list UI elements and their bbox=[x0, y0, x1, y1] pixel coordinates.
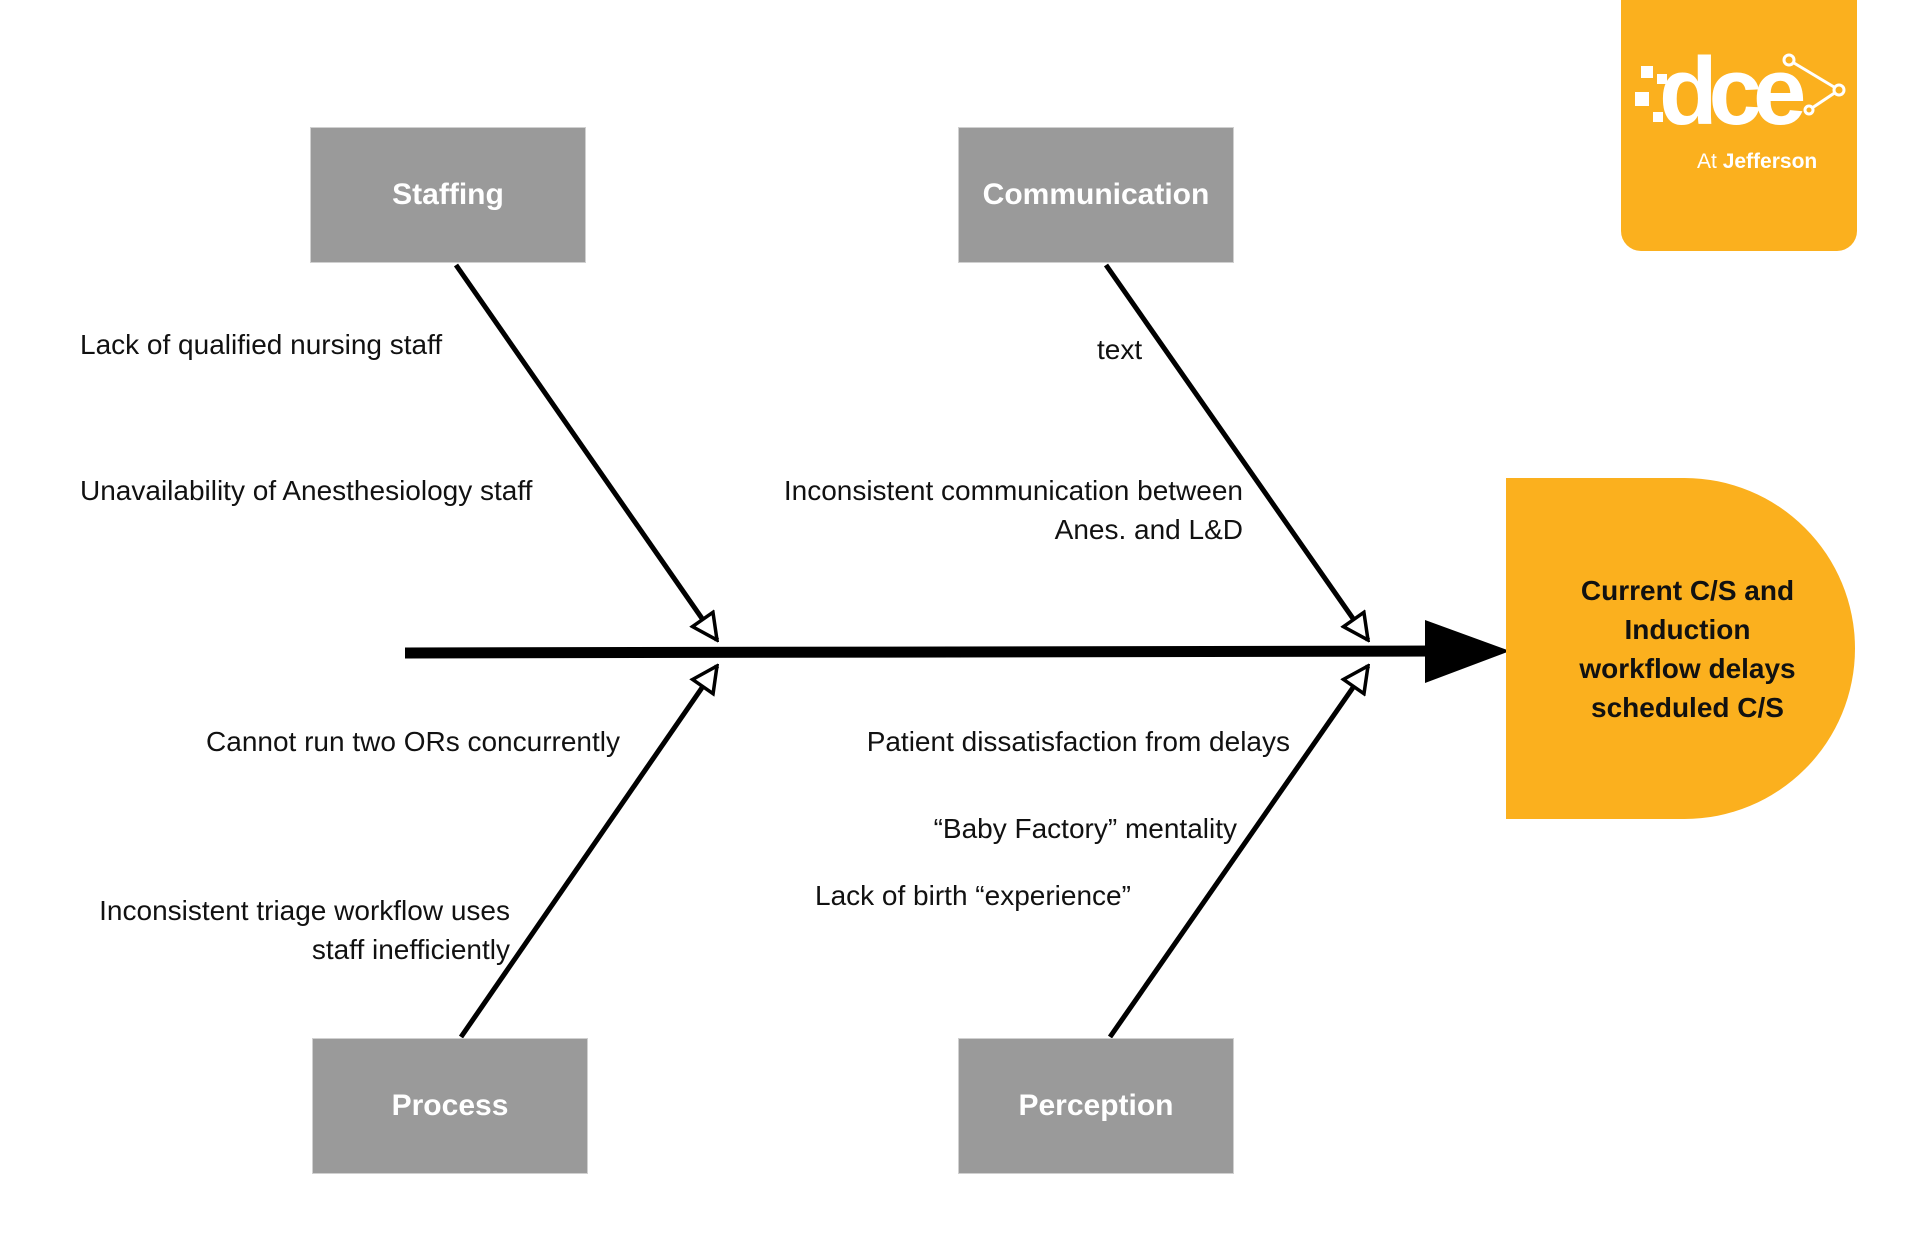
category-process: Process bbox=[312, 1038, 588, 1174]
effect-head: Current C/S and Induction workflow delay… bbox=[1506, 478, 1855, 819]
category-staffing: Staffing bbox=[310, 127, 586, 263]
effect-line-4: scheduled C/S bbox=[1591, 691, 1784, 723]
process-bone bbox=[458, 666, 717, 1039]
logo-pixel bbox=[1641, 66, 1653, 78]
perception-bone bbox=[1107, 666, 1368, 1039]
logo-subtitle: At Jefferson bbox=[1697, 150, 1817, 174]
effect-line-1: Current C/S and bbox=[1580, 574, 1795, 606]
logo-subtitle-name: Jefferson bbox=[1722, 150, 1818, 173]
cause-perception-1: Patient dissatisfaction from delays bbox=[866, 726, 1290, 757]
cause-perception-3: Lack of birth “experience” bbox=[815, 880, 1131, 911]
communication-bone bbox=[1103, 263, 1368, 640]
dce-logo: dce At Jefferson bbox=[1621, 0, 1857, 251]
spine-line bbox=[404, 645, 1441, 659]
cause-communication-2b: Anes. and L&D bbox=[1054, 514, 1243, 545]
cause-communication-1: text bbox=[1097, 334, 1143, 365]
logo-pixel bbox=[1657, 74, 1667, 84]
cause-process-2: Inconsistent triage workflow uses bbox=[99, 895, 510, 926]
cause-staffing-1: Lack of qualified nursing staff bbox=[80, 329, 443, 360]
category-communication-label: Communication bbox=[982, 178, 1210, 211]
logo-pixel bbox=[1635, 92, 1649, 106]
effect-text: Current C/S and Induction workflow delay… bbox=[1548, 571, 1828, 727]
category-process-label: Process bbox=[391, 1089, 509, 1122]
cause-communication-2: Inconsistent communication between bbox=[783, 475, 1243, 506]
logo-subtitle-prefix: At bbox=[1697, 150, 1717, 173]
logo-wordmark: dce bbox=[1659, 38, 1806, 145]
staffing-bone bbox=[453, 263, 717, 640]
category-perception-label: Perception bbox=[1018, 1089, 1174, 1122]
cause-process-1: Cannot run two ORs concurrently bbox=[206, 726, 620, 757]
category-perception: Perception bbox=[958, 1038, 1234, 1174]
logo-pixel bbox=[1653, 112, 1663, 122]
cause-staffing-2: Unavailability of Anesthesiology staff bbox=[80, 475, 533, 506]
category-staffing-label: Staffing bbox=[392, 178, 504, 211]
cause-perception-2: “Baby Factory” mentality bbox=[933, 813, 1237, 844]
logo-network-icon bbox=[1782, 53, 1846, 116]
effect-line-2: Induction bbox=[1624, 613, 1751, 645]
spine-arrowhead bbox=[1425, 620, 1510, 683]
category-communication: Communication bbox=[958, 127, 1234, 263]
cause-process-2b: staff inefficiently bbox=[311, 934, 510, 965]
effect-line-3: workflow delays bbox=[1579, 652, 1796, 684]
